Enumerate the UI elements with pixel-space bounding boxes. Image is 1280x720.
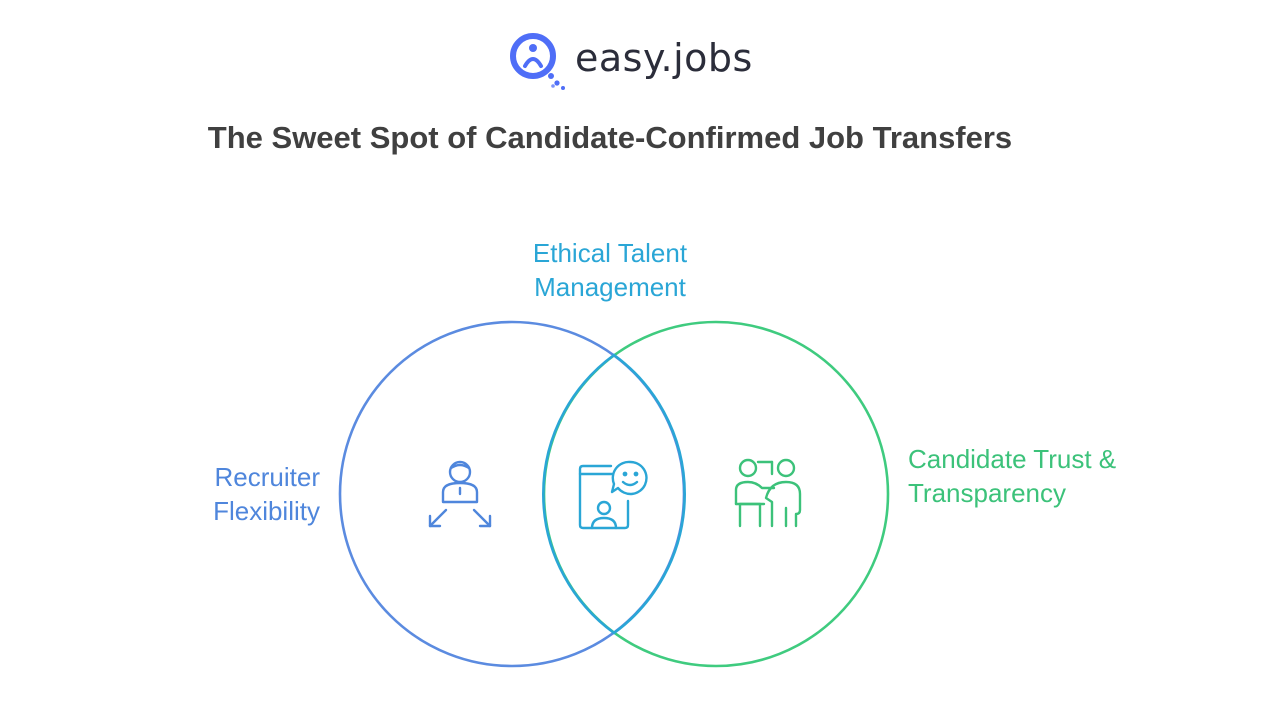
diagram-title: The Sweet Spot of Candidate-Confirmed Jo…	[207, 120, 1013, 155]
candidate-label: Candidate Trust & Transparency	[908, 444, 1117, 508]
intersection-lens	[542, 353, 686, 635]
phone-chat-smile-icon	[578, 460, 648, 530]
recruiter-label: Recruiter Flexibility	[213, 462, 320, 526]
intersection-label: Ethical Talent Management	[532, 238, 688, 302]
brand-name: easy.jobs	[575, 36, 753, 80]
magnifier-person-logo-icon	[510, 33, 565, 90]
candidate-circle	[542, 320, 890, 668]
brand-logo[interactable]: easy.jobs	[505, 30, 753, 92]
two-people-presentation-icon	[734, 458, 802, 528]
person-arrows-icon	[428, 460, 492, 528]
